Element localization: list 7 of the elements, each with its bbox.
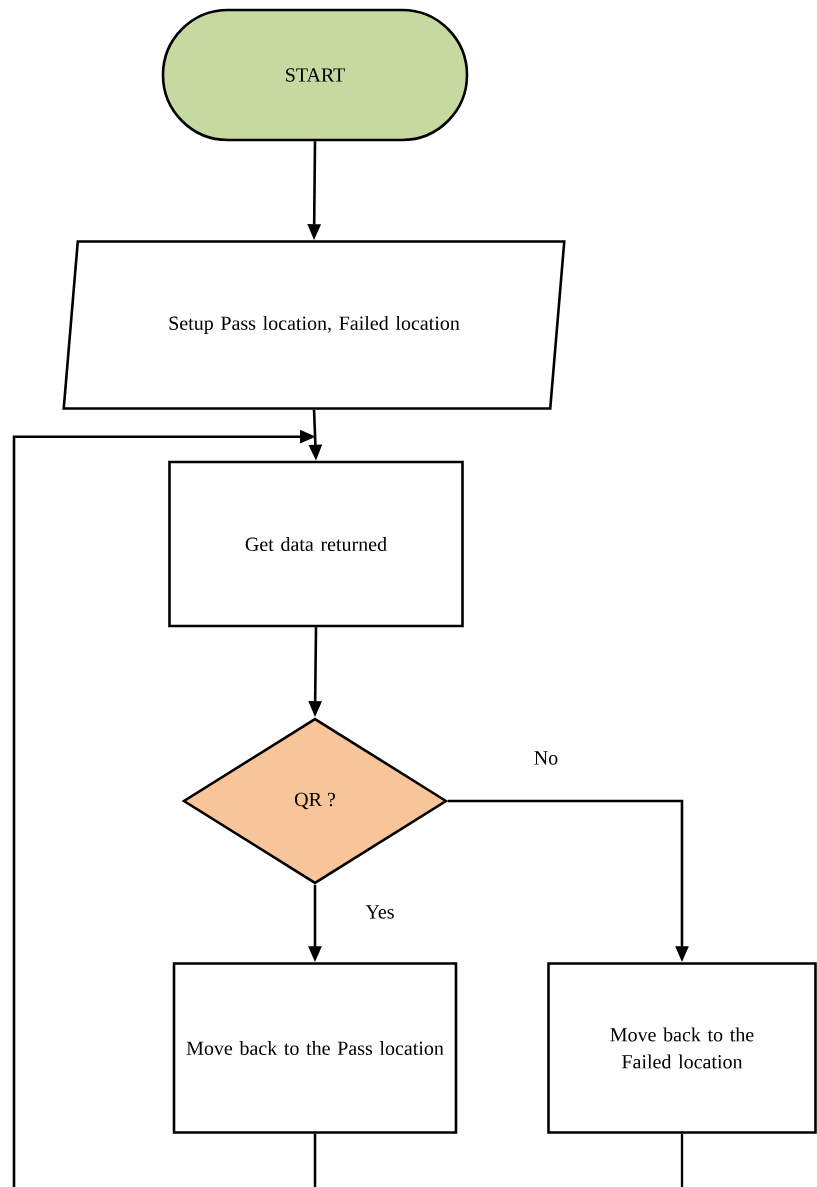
process-box: Move back to the Failed location bbox=[547, 962, 817, 1134]
process-box: Move back to the Pass location bbox=[172, 962, 458, 1134]
start-terminal: START bbox=[161, 8, 469, 142]
process-box: Get data returned bbox=[168, 460, 464, 628]
input-parallelogram: Setup Pass location, Failed location bbox=[62, 240, 566, 410]
edge-label: Yes bbox=[363, 903, 397, 921]
edge-label: No bbox=[531, 749, 561, 767]
